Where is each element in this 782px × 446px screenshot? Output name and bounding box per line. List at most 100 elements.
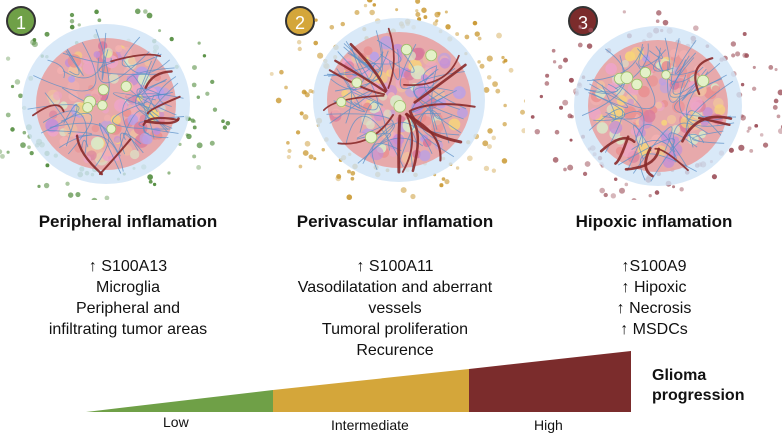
inflammatory-cell-dot xyxy=(313,40,319,46)
tumor-cell xyxy=(671,125,681,134)
extracellular-mesh-line xyxy=(44,92,71,134)
inflammatory-cell-dot xyxy=(728,147,734,153)
inflammatory-cell-dot xyxy=(372,3,377,7)
inflammatory-cell-dot xyxy=(599,187,605,194)
tumor-cell xyxy=(646,75,659,87)
extracellular-mesh-line xyxy=(632,126,673,174)
blood-vessel xyxy=(694,57,714,96)
inflammatory-cell-dot xyxy=(10,127,15,132)
inflammatory-cell-dot xyxy=(0,153,5,159)
inflammatory-cell-dot xyxy=(483,86,490,93)
extracellular-mesh-line xyxy=(136,88,169,133)
extracellular-mesh-line xyxy=(588,108,624,153)
inflammatory-cell-dot xyxy=(308,154,314,160)
inflammatory-cell-dot xyxy=(192,65,197,71)
inflammatory-cell-dot xyxy=(610,193,616,199)
inflammatory-cell-dot xyxy=(77,23,81,27)
inflammatory-cell-dot xyxy=(75,191,81,198)
extracellular-mesh-line xyxy=(66,48,80,76)
inflammatory-cell-dot xyxy=(192,154,197,159)
inflammatory-cell-dot xyxy=(297,46,302,52)
inflammatory-cell-dot xyxy=(495,88,501,94)
inflammatory-cell-dot xyxy=(313,157,317,161)
inflammatory-cell-dot xyxy=(472,20,478,26)
tumor-cell xyxy=(711,85,721,94)
inflammatory-cell-dot xyxy=(423,15,428,20)
tumor-illustration-perivascular xyxy=(269,0,525,200)
inflammatory-cell-dot xyxy=(444,179,450,185)
inflammatory-cell-dot xyxy=(762,142,769,148)
inflammatory-cell-dot xyxy=(304,140,311,147)
hypoxic-cell xyxy=(661,70,671,80)
extracellular-mesh-line xyxy=(678,74,731,122)
inflammatory-cell-dot xyxy=(314,18,318,22)
inflammatory-cell-dot xyxy=(656,10,662,16)
inflammatory-cell-dot xyxy=(415,11,421,17)
tumor-cell xyxy=(655,101,663,109)
tumor-cell xyxy=(103,114,111,122)
inflammatory-cell-dot xyxy=(434,11,441,18)
tumor-cell xyxy=(714,104,726,116)
inflammatory-cell-dot xyxy=(18,93,23,99)
blood-vessel xyxy=(110,53,162,63)
extracellular-mesh-line xyxy=(337,42,384,81)
inflammatory-cell-dot xyxy=(777,128,782,134)
tumor-cell xyxy=(91,124,100,133)
inflammatory-cell-dot xyxy=(329,24,335,30)
tumor-cell xyxy=(638,85,650,98)
extracellular-mesh-line xyxy=(61,29,110,105)
blood-vessel xyxy=(328,69,386,96)
extracellular-mesh-line xyxy=(62,49,109,79)
inflammatory-cell-dot xyxy=(772,105,778,110)
inflammatory-cell-dot xyxy=(439,183,444,188)
description-line: infiltrating tumor areas xyxy=(48,321,208,338)
inflammatory-cell-dot xyxy=(751,86,757,91)
inflammatory-cell-dot xyxy=(94,9,99,15)
extracellular-mesh-line xyxy=(686,110,722,148)
inflammatory-cell-dot xyxy=(415,9,419,13)
panel-description: ↑ S100A11 Vasodilatation and aberrant ve… xyxy=(265,256,525,361)
panel-description: ↑ S100A13 Microglia Peripheral and infil… xyxy=(0,256,258,340)
extracellular-mesh-line xyxy=(589,62,656,109)
hypoxic-cell xyxy=(97,84,109,96)
inflammatory-cell-dot xyxy=(210,79,215,84)
extracellular-mesh-line xyxy=(345,115,404,168)
inflammatory-cell-dot xyxy=(742,31,747,36)
inflammatory-cell-dot xyxy=(287,148,292,153)
blood-vessel xyxy=(413,63,467,104)
tumor-cell xyxy=(90,136,104,150)
marker-line: ↑ S100A13 xyxy=(88,258,168,275)
level-label-intermediate: Intermediate xyxy=(331,417,409,433)
inflammatory-cell-dot xyxy=(279,69,284,75)
hypoxic-cell xyxy=(351,77,363,88)
inflammatory-cell-dot xyxy=(152,182,157,187)
inflammatory-cell-dot xyxy=(477,36,482,41)
inflammatory-cell-dot xyxy=(6,150,10,154)
extracellular-mesh-line xyxy=(380,53,415,73)
tumor-cell xyxy=(702,107,713,118)
blood-vessel xyxy=(349,42,388,92)
inflammatory-cell-dot xyxy=(740,82,745,87)
panel-title: Peripheral inflamation xyxy=(38,212,218,231)
inflammatory-cell-dot xyxy=(474,31,480,37)
hypoxic-cell xyxy=(97,100,108,111)
step-badge-1: 1 xyxy=(6,6,36,36)
inflammatory-cell-dot xyxy=(190,118,195,123)
extracellular-mesh-line xyxy=(398,109,450,165)
inflammatory-cell-dot xyxy=(752,65,756,69)
inflammatory-cell-dot xyxy=(347,169,351,174)
inflammatory-cell-dot xyxy=(27,145,31,150)
inflammatory-cell-dot xyxy=(693,25,699,31)
description-line: Tumoral proliferation xyxy=(321,321,469,338)
inflammatory-cell-dot xyxy=(269,71,274,76)
hypoxic-cell xyxy=(393,100,407,113)
inflammatory-cell-dot xyxy=(192,119,196,123)
tumor-cell xyxy=(669,48,679,58)
extracellular-mesh-line xyxy=(359,101,390,151)
inflammatory-cell-dot xyxy=(134,8,141,15)
panel-hypoxic: 3 Hipoxic inflamation ↑S100A9 ↑ Hipoxic … xyxy=(530,0,782,360)
tumor-cell xyxy=(670,91,680,101)
inflammatory-cell-dot xyxy=(29,150,34,156)
inflammatory-cell-dot xyxy=(143,9,148,14)
extracellular-mesh-line xyxy=(424,68,460,110)
